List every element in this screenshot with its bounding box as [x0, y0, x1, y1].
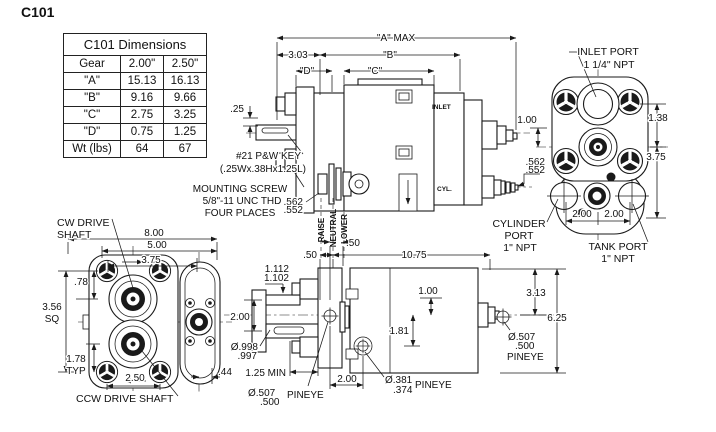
dim-3-75: 3.75 [646, 152, 666, 163]
valve-label-neutral: NEUTRAL [329, 209, 338, 247]
dim-2-50: 2.50 [125, 373, 145, 384]
dia-1-102: 1.102 [264, 273, 289, 284]
dim-1-00: 1.00 [418, 286, 438, 297]
dim-0-44: .44 [218, 367, 232, 378]
page-title: C101 [21, 4, 55, 20]
dim-0-78: .78 [74, 277, 88, 288]
dim-c: "C" [368, 66, 383, 77]
side-view: "A" MAX 3.03 "B" "D" "C" .25 #21 P&W KEY… [191, 32, 532, 258]
cw-drive-shaft-callout-line2: SHAFT [57, 229, 92, 241]
dim-5-00: 5.00 [147, 240, 167, 251]
dim-1-81: 1.81 [390, 326, 410, 337]
inlet-port-callout-line2: 1 1/4" NPT [584, 59, 636, 71]
cell: 3.25 [162, 106, 208, 124]
tank-port-callout-line1: TANK PORT [588, 241, 648, 253]
cylinder-port-callout-line3: 1" NPT [503, 242, 537, 254]
tank-port-callout-line2: 1" NPT [601, 253, 635, 265]
key-note-line1: #21 P&W KEY [236, 151, 301, 162]
dim-1-38: 1.38 [648, 113, 668, 124]
mounting-screw-note-line1: MOUNTING SCREW [193, 184, 288, 195]
cell: 1.25 [162, 123, 208, 141]
cell: 2.75 [120, 106, 164, 124]
valve-label-raise: RAISE [317, 217, 326, 242]
dim-562: .562 [526, 157, 546, 168]
cylinder-port-callout-line2: PORT [505, 230, 535, 242]
row-label: Wt (lbs) [63, 140, 121, 158]
dia-500-right: .500 [515, 341, 535, 352]
dia-381: Ø.381 [385, 375, 413, 386]
cylinder-port-callout-line1: CYLINDER [492, 218, 546, 230]
dim-1-00: 1.00 [517, 115, 537, 126]
cell: 0.75 [120, 123, 164, 141]
table-row: Wt (lbs) 64 67 [63, 140, 208, 158]
col-header: 2.50" [162, 55, 208, 73]
cell: 64 [120, 140, 164, 158]
dim-6-25: 6.25 [547, 313, 567, 324]
dim-d: "D" [300, 66, 315, 77]
dia-507-bottom: Ø.507 [248, 388, 276, 399]
dim-10-75: 10.75 [401, 250, 426, 261]
dia-507-right: Ø.507 [508, 332, 536, 343]
dim-1-78-suffix: TYP [66, 366, 86, 377]
table-row: "C" 2.75 3.25 [63, 106, 208, 124]
shaft-end-view: 8.00 5.00 3.75 .78 3.56 SQ 1.78 TYP 2.50 [41, 216, 234, 407]
body-marking-cyl: CYL. [437, 186, 452, 193]
dim-3-13: 3.13 [526, 288, 546, 299]
cell: 67 [162, 140, 208, 158]
dim-562: .562 [284, 197, 304, 208]
dia-500-bottom: .500 [260, 397, 280, 408]
dia-1-112: 1.112 [265, 264, 290, 275]
dimensions-table: C101 Dimensions Gear 2.00" 2.50" "A" 15.… [62, 33, 208, 158]
table-row: "B" 9.16 9.66 [63, 89, 208, 107]
dim-a-max: "A" MAX [377, 33, 416, 44]
dim-1-25-min: 1.25 MIN [245, 368, 286, 379]
port-face-view: 1.00 1.38 3.75 .562 .552 2.00 2.00 INLE [491, 45, 669, 267]
pineye-bottom-label: PINEYE [287, 390, 324, 401]
dim-0-25: .25 [230, 104, 244, 115]
valve-label-lower: LOWER [340, 214, 349, 244]
mounting-screw-note-line3: FOUR PLACES [205, 208, 276, 219]
dia-998: Ø.998 [231, 342, 259, 353]
dim-2-00-right: 2.00 [604, 209, 624, 220]
dim-552: .552 [284, 205, 304, 216]
dim-3-75: 3.75 [141, 255, 161, 266]
dia-997: .997 [238, 351, 258, 362]
table-row: "D" 0.75 1.25 [63, 123, 208, 141]
key-note-line2: (.25Wx.38Hx1.25L) [220, 164, 306, 175]
cell: 9.16 [120, 89, 164, 107]
body-marking-inlet: INLET [432, 104, 451, 111]
cw-drive-shaft-callout-line1: CW DRIVE [57, 217, 110, 229]
dim-3-56: 3.56 [42, 302, 62, 313]
dia-374: .374 [393, 385, 413, 396]
pineye-mid-label: PINEYE [415, 380, 452, 391]
lower-side-view: .50 .50 10.75 1.112 1.102 2.00 Ø.998 .99… [224, 237, 568, 409]
ccw-drive-shaft-callout: CCW DRIVE SHAFT [76, 393, 174, 405]
dim-3-56-suffix: SQ [45, 314, 60, 325]
mounting-screw-note-line2: 5/8"-11 UNC THD [203, 196, 282, 207]
dim-50-upper: .50 [346, 238, 360, 249]
dim-1-78: 1.78 [66, 354, 86, 365]
dim-2-00-left: 2.00 [230, 312, 250, 323]
dim-3-03: 3.03 [288, 50, 308, 61]
pineye-right-label: PINEYE [507, 352, 544, 363]
dim-50-lower: .50 [303, 250, 317, 261]
inlet-port-callout-line1: INLET PORT [577, 46, 639, 58]
dim-8-00: 8.00 [144, 228, 164, 239]
dim-2-00-bottom: 2.00 [337, 374, 357, 385]
dim-b: "B" [383, 50, 397, 61]
dim-2-00-left: 2.00 [572, 209, 592, 220]
